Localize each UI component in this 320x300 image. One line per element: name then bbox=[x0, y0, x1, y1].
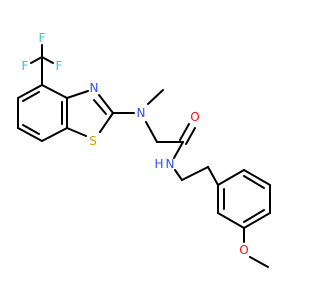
bond-c-o-double-1 bbox=[179, 123, 190, 141]
atom-label-fluorine-top: F bbox=[39, 31, 46, 45]
bond-n-ch2 bbox=[145, 121, 158, 143]
bond-benzo-4 bbox=[41, 127, 68, 142]
bond-benzo-1 bbox=[17, 84, 43, 99]
bond-n-methyl bbox=[147, 89, 164, 105]
bond-phenyl-1 bbox=[217, 169, 245, 186]
bond-phenyl-4 bbox=[243, 212, 271, 229]
bond-thiazole-c-s bbox=[99, 112, 114, 133]
bond-o-methyl bbox=[249, 256, 269, 268]
bond-benzo-3-inner bbox=[22, 124, 40, 135]
bond-benzo-1-inner bbox=[22, 91, 40, 102]
atom-label-carbonyl-oxygen: O bbox=[190, 110, 199, 124]
bond-c-f-left bbox=[30, 56, 43, 64]
bond-c-o-double-2 bbox=[185, 127, 196, 145]
bond-co-nh bbox=[173, 141, 184, 159]
bond-ch2-phenyl bbox=[207, 166, 219, 186]
bond-thiazole-c-n bbox=[66, 90, 89, 99]
atom-label-amide-nitrogen: N bbox=[166, 157, 175, 171]
atom-label-thiazole-nitrogen: N bbox=[90, 81, 99, 95]
bond-thiazole-n-c-inner bbox=[93, 99, 107, 115]
bond-phenyl-2-inner bbox=[243, 175, 265, 189]
bond-benzo-3 bbox=[17, 127, 43, 142]
atom-label-fluorine-left: F bbox=[22, 59, 29, 73]
atom-label-amine-nitrogen: N bbox=[137, 106, 146, 120]
bond-ch2-ch2 bbox=[181, 166, 209, 181]
bond-benzo-6 bbox=[41, 84, 68, 99]
bond-phenyl-5 bbox=[217, 212, 245, 229]
bond-c-f-right bbox=[41, 56, 54, 64]
atom-label-fluorine-right: F bbox=[56, 59, 63, 73]
atom-label-methoxy-oxygen: O bbox=[239, 243, 248, 257]
bond-thiazole-s-c bbox=[66, 127, 87, 137]
bond-thiazole-n-c bbox=[98, 94, 114, 114]
bond-layer bbox=[17, 44, 271, 268]
atom-label-layer: F F F N S N O N H O bbox=[22, 31, 249, 257]
atom-label-amide-hydrogen: H bbox=[154, 157, 163, 171]
bond-nh-ch2 bbox=[174, 169, 183, 181]
bond-phenyl-4-inner bbox=[243, 209, 265, 223]
atom-label-thiazole-sulfur: S bbox=[89, 134, 97, 148]
bond-phenyl-2 bbox=[243, 169, 271, 186]
molecule-structure-diagram: F F F N S N O N H O bbox=[17, 31, 271, 268]
